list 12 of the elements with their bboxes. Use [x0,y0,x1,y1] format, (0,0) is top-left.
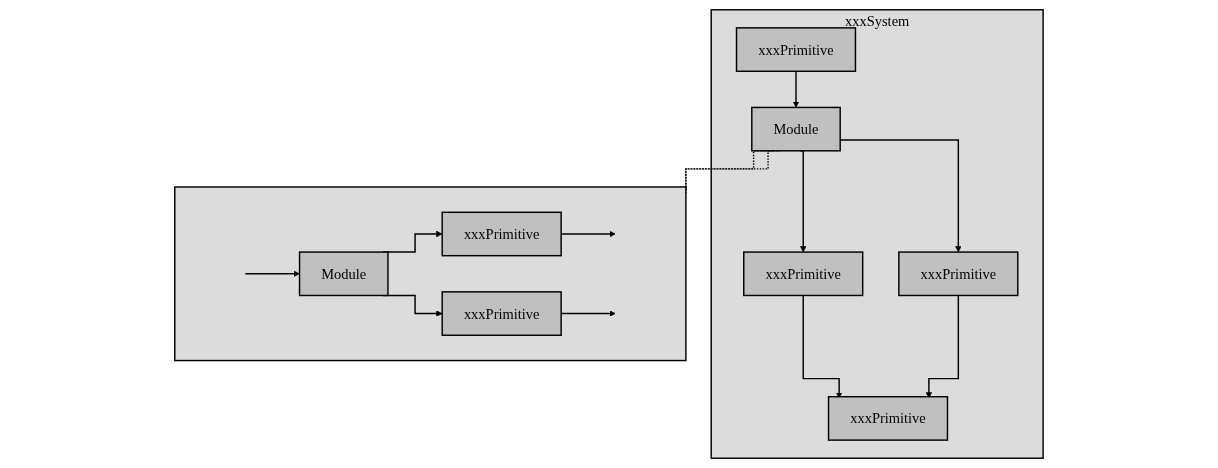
node-box: Module [751,106,841,152]
arrow [792,70,800,108]
arrow [244,270,300,277]
node-box: xxxPrimitive [827,396,949,441]
arrow [799,150,807,253]
node-box: Module [298,251,389,297]
cluster [174,186,687,362]
node-box: xxxPrimitive [441,211,562,257]
node-box: xxxPrimitive [441,291,562,336]
node-box: xxxPrimitive [743,251,864,297]
node-box: xxxPrimitive [898,251,1019,297]
node-box: xxxPrimitive [735,27,857,72]
